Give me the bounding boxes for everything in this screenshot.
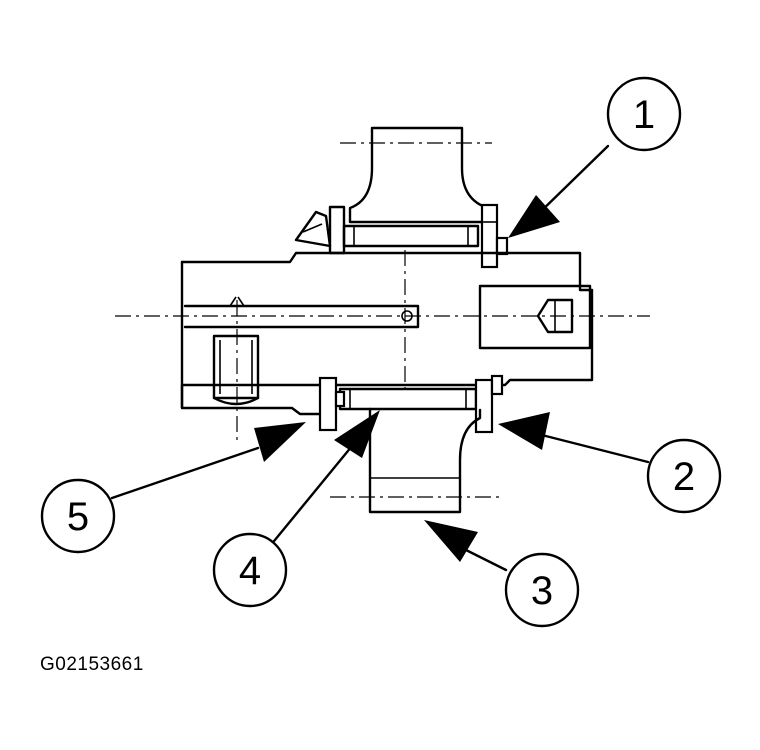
figure-reference-code: G02153661 bbox=[40, 654, 144, 675]
arrow-3-icon bbox=[424, 520, 478, 562]
callout-1-label: 1 bbox=[633, 93, 655, 137]
lower-yoke bbox=[368, 407, 482, 514]
callout-4-label: 4 bbox=[239, 549, 261, 593]
arrow-2-icon bbox=[498, 412, 550, 450]
arrow-1-icon bbox=[508, 195, 560, 238]
center-housing bbox=[180, 251, 594, 416]
callout-2: 2 bbox=[646, 438, 722, 514]
callout-4: 4 bbox=[212, 532, 288, 608]
callout-1: 1 bbox=[606, 76, 682, 152]
arrow-4-icon bbox=[334, 410, 380, 458]
upper-trunnion bbox=[342, 203, 509, 269]
callout-2-label: 2 bbox=[673, 455, 695, 499]
callout-3: 3 bbox=[504, 552, 580, 628]
upper-yoke bbox=[294, 126, 490, 255]
arrow-5-icon bbox=[254, 422, 306, 462]
callout-5-label: 5 bbox=[67, 495, 89, 539]
center-lines bbox=[115, 142, 650, 498]
callout-5: 5 bbox=[40, 478, 116, 554]
leader-lines bbox=[110, 144, 650, 572]
callout-3-label: 3 bbox=[531, 569, 553, 613]
